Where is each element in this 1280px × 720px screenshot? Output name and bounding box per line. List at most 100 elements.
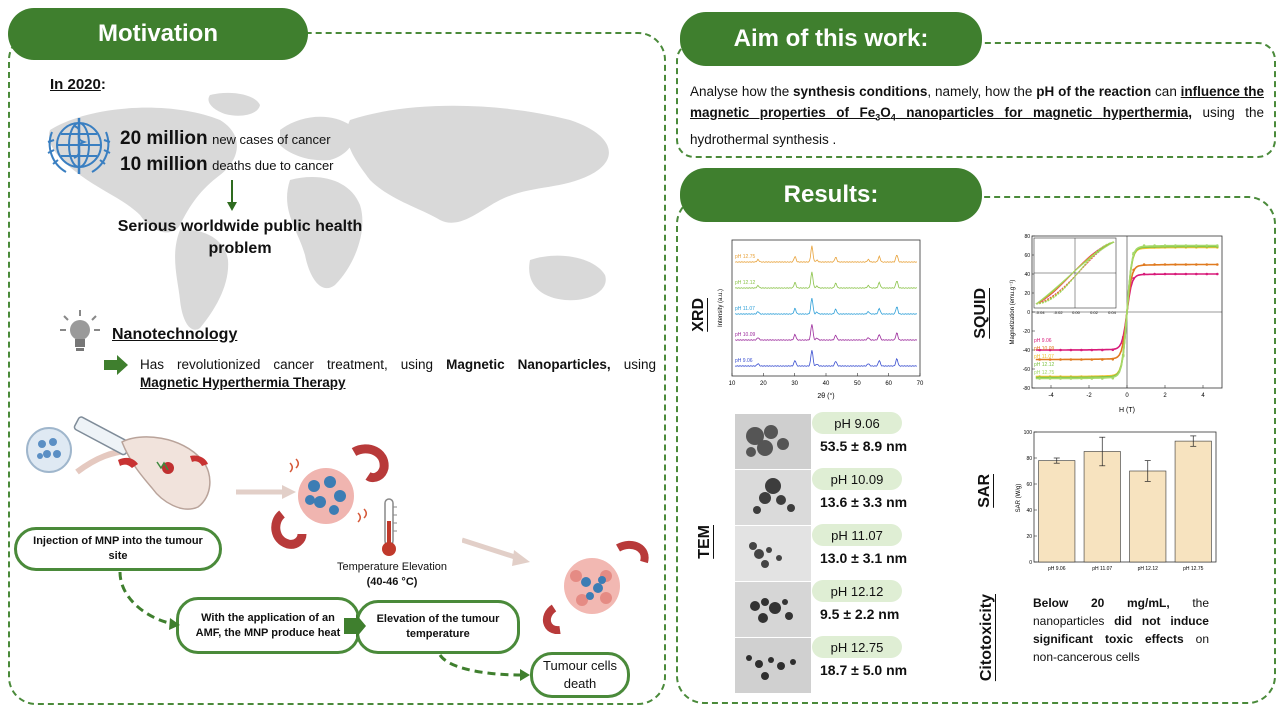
step-cell-death: Tumour cells death (530, 652, 630, 698)
tem-image-3 (735, 526, 811, 581)
results-title: Results: (680, 168, 982, 222)
xrd-series-label: pH 11.07 (735, 306, 755, 312)
squid-series-point (1080, 348, 1083, 352)
squid-series-point (1184, 244, 1188, 247)
sar-ylabel: SAR (W/g) (1016, 484, 1022, 513)
right-arrow-icon (104, 355, 128, 375)
public-health-problem: Serious worldwide public health problem (117, 218, 363, 257)
tem-size-value: 13.0 ± 3.1 nm (820, 550, 908, 566)
xrd-ylabel: Intensity (a.u.) (718, 289, 724, 327)
squid-legend-label: pH 12.12 (1034, 362, 1055, 368)
squid-ytick-label: 0 (1027, 310, 1030, 316)
squid-series-point (1216, 263, 1219, 266)
squid-ytick-label: 20 (1024, 291, 1030, 297)
squid-legend-label: pH 10.09 (1034, 346, 1055, 352)
squid-ylabel: Magnetization (emu.g⁻¹) (1010, 280, 1016, 345)
stat-deaths: 10 million deaths due to cancer (120, 154, 334, 176)
stat-deaths-text: deaths due to cancer (212, 158, 334, 173)
tem-size-value: 13.6 ± 3.3 nm (820, 494, 908, 510)
sar-category-label: pH 9.06 (1048, 566, 1066, 572)
squid-series-point (1121, 354, 1125, 358)
tem-image-2 (735, 470, 811, 525)
squid-series-point (1205, 263, 1209, 266)
squid-series-point (1184, 263, 1188, 266)
heated-tumour-illustration (542, 540, 649, 634)
sar-category-label: pH 11.07 (1092, 566, 1112, 572)
sar-bar (1038, 460, 1076, 563)
sar-bar (1174, 440, 1212, 563)
tem-ph-tag: pH 12.75 (812, 636, 902, 658)
sar-bar (1083, 451, 1121, 563)
squid-xtick-label: -2 (1086, 393, 1092, 399)
xrd-xtick-label: 60 (885, 381, 892, 387)
step-injection: Injection of MNP into the tumour site (14, 527, 222, 571)
squid-label: SQUID (972, 288, 989, 339)
squid-series-point (1080, 377, 1083, 380)
tem-image-1 (735, 414, 811, 469)
squid-series-point (1184, 272, 1188, 276)
squid-legend-label: pH 12.75 (1034, 370, 1055, 376)
squid-xtick-label: -4 (1048, 393, 1054, 399)
squid-inset-loop (1035, 241, 1115, 305)
motivation-title: Motivation (8, 8, 308, 60)
xrd-plot-frame (731, 239, 921, 377)
squid-series-point (1048, 348, 1052, 352)
injection-illustration (26, 416, 211, 510)
xrd-xlabel: 2θ (°) (817, 392, 834, 400)
xrd-series-label: pH 10.09 (735, 332, 756, 338)
xrd-xtick-label: 30 (791, 381, 798, 387)
squid-legend-label: pH 11.07 (1034, 354, 1054, 360)
tem-label: TEM (696, 525, 713, 559)
step-tumour-temperature: Elevation of the tumour temperature (356, 600, 520, 654)
squid-series-point (1111, 348, 1115, 352)
squid-series-point (1090, 348, 1094, 352)
sar-category-label: pH 12.12 (1138, 566, 1159, 572)
squid-ytick-label: 40 (1024, 272, 1030, 278)
motivation-panel (8, 32, 666, 705)
sar-ytick-label: 100 (1024, 430, 1033, 436)
squid-series-point (1163, 272, 1167, 276)
squid-series-point (1142, 263, 1146, 266)
sar-ytick-label: 40 (1026, 508, 1032, 514)
squid-inset-tick-label: -0.04 (1035, 310, 1045, 315)
xrd-series-line (735, 298, 918, 315)
squid-series-point (1174, 263, 1177, 266)
squid-series-point (1038, 348, 1041, 352)
squid-inset-loop (1035, 241, 1115, 305)
squid-series-point (1132, 277, 1135, 280)
squid-series-point (1163, 263, 1167, 266)
magnet-nanoparticles-illustration (271, 444, 389, 549)
squid-series-point (1048, 358, 1052, 361)
xrd-xtick-label: 20 (760, 381, 767, 387)
xrd-series-line (734, 271, 917, 289)
squid-xtick-label: 4 (1201, 393, 1205, 399)
flow-connectors (118, 571, 530, 681)
squid-series-point (1205, 244, 1209, 247)
flow-arrow-2 (462, 537, 530, 566)
squid-series-point (1153, 272, 1156, 276)
tem-size-value: 53.5 ± 8.9 nm (820, 438, 908, 454)
squid-series-point (1048, 377, 1052, 380)
xrd-series-label: pH 12.75 (735, 254, 756, 260)
squid-series-point (1101, 377, 1104, 380)
squid-series-line (1035, 244, 1219, 380)
tem-ph-tag: pH 9.06 (812, 412, 902, 434)
year-label: In 2020: (50, 76, 106, 93)
squid-series-point (1069, 377, 1073, 380)
squid-ytick-label: -20 (1023, 329, 1030, 335)
squid-series-point (1195, 272, 1198, 276)
tem-size-value: 18.7 ± 5.0 nm (820, 662, 908, 678)
sar-category-label: pH 12.75 (1183, 566, 1204, 572)
tem-ph-tag: pH 10.09 (812, 468, 902, 490)
squid-series-point (1111, 376, 1115, 380)
tem-image-5 (735, 638, 811, 693)
squid-series-point (1174, 272, 1177, 276)
xrd-xtick-label: 10 (729, 381, 736, 387)
xrd-series-line (734, 324, 918, 341)
squid-series-point (1174, 244, 1177, 247)
squid-ytick-label: -80 (1023, 386, 1030, 392)
squid-inset-tick-label: -0.02 (1053, 310, 1063, 315)
